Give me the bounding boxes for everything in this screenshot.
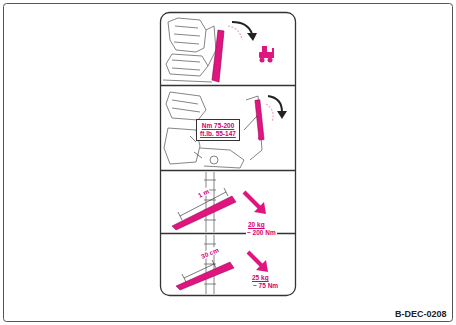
- torque-value: Nm 75-200: [200, 122, 236, 130]
- dimension-label: 1 m: [196, 187, 211, 199]
- torque-box: Nm 75-200ft.lb. 55-147: [196, 119, 240, 141]
- figure-code: B-DEC-0208: [394, 309, 448, 319]
- dimension-label: 30 cm: [199, 246, 221, 261]
- torque-value: ft.lb. 55-147: [200, 130, 236, 138]
- dimension-label: 20 kg: [247, 221, 266, 228]
- dimension-label: ~ 75 Nm: [252, 282, 279, 289]
- dimension-label: 25 kg: [251, 274, 270, 281]
- dimension-label: ~ 200 Nm: [246, 229, 277, 236]
